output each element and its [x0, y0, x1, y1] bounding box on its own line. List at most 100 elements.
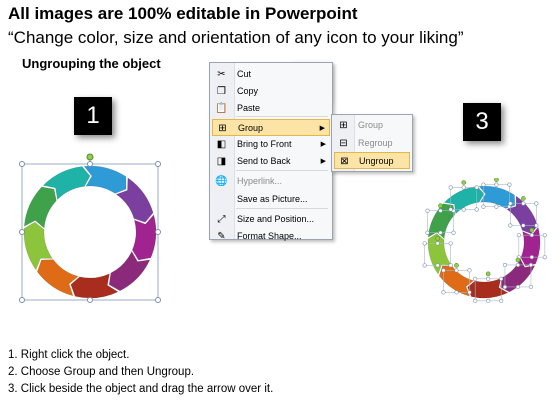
segment-handle[interactable]	[521, 201, 526, 206]
segment-handle[interactable]	[529, 233, 534, 238]
menu-item-bring-to-front[interactable]: ◧Bring to Front▶	[212, 136, 330, 153]
menu-item-hyperlink[interactable]: 🌐Hyperlink...	[212, 173, 330, 190]
segment-handle[interactable]	[542, 233, 547, 238]
segment-rotate-handle[interactable]	[494, 178, 499, 182]
segment-handle[interactable]	[516, 233, 521, 238]
segment-handle[interactable]	[448, 185, 453, 190]
menu-item-save-as-picture[interactable]: Save as Picture...	[212, 191, 330, 208]
resize-handle[interactable]	[19, 229, 25, 235]
segment-handle[interactable]	[499, 276, 504, 281]
regroup-icon: ⊟	[339, 138, 348, 149]
segment-handle[interactable]	[441, 268, 446, 273]
segment-handles[interactable]	[422, 178, 547, 303]
menu-item-copy[interactable]: ❐Copy	[212, 83, 330, 100]
ring-arrow-segment	[42, 166, 91, 201]
segment-rotate-handle[interactable]	[529, 227, 535, 233]
menu-separator	[236, 116, 328, 117]
menu-item-label: Send to Back	[237, 156, 291, 166]
segment-handle[interactable]	[435, 263, 440, 268]
resize-handle[interactable]	[19, 297, 25, 303]
segment-handle[interactable]	[502, 262, 508, 268]
segment-handle[interactable]	[438, 208, 443, 213]
menu-item-label: Save as Picture...	[237, 194, 308, 204]
segment-handle[interactable]	[521, 223, 526, 228]
resize-handle[interactable]	[87, 161, 93, 167]
submenu-arrow-icon: ▶	[319, 125, 325, 132]
segment-handle[interactable]	[481, 182, 486, 187]
menu-item-label: Size and Position...	[237, 214, 315, 224]
circular-arrow-diagram-ungrouped[interactable]	[420, 178, 548, 306]
segment-handle[interactable]	[529, 255, 534, 260]
segment-handle[interactable]	[528, 262, 534, 268]
rotate-handle[interactable]	[86, 153, 94, 161]
segment-handle[interactable]	[422, 241, 427, 246]
circular-arrow-diagram-grouped[interactable]	[16, 152, 164, 304]
menu-item-paste[interactable]: 📋Paste	[212, 100, 330, 117]
segment-handle[interactable]	[502, 284, 508, 290]
segment-rotate-handle[interactable]	[461, 180, 467, 185]
submenu-item-label: Ungroup	[359, 156, 394, 166]
segment-handle[interactable]	[486, 276, 491, 281]
segment-handle[interactable]	[473, 298, 478, 303]
segment-handle[interactable]	[481, 204, 486, 209]
segment-handle[interactable]	[507, 182, 512, 187]
segment-handle[interactable]	[425, 208, 430, 213]
segment-handle[interactable]	[467, 268, 472, 273]
menu-item-label: Copy	[237, 86, 259, 96]
size-position-icon: ⤢	[217, 214, 226, 225]
segment-rotate-handle[interactable]	[521, 196, 526, 201]
segment-handle[interactable]	[448, 241, 453, 246]
menu-item-cut[interactable]: ✂Cut	[212, 66, 330, 83]
segment-handle[interactable]	[438, 230, 443, 235]
submenu-item-group[interactable]: ⊞Group	[334, 117, 410, 134]
segment-rotate-handle[interactable]	[485, 271, 491, 277]
segment-handle[interactable]	[448, 263, 453, 268]
ring-arrow-segment	[443, 186, 485, 215]
submenu-arrow-icon: ▶	[320, 141, 326, 148]
segment-rotate-handle[interactable]	[454, 263, 459, 268]
resize-handle[interactable]	[155, 297, 161, 303]
segment-handle[interactable]	[448, 207, 453, 212]
segment-rotate-handle[interactable]	[438, 203, 443, 209]
segment-handle[interactable]	[534, 201, 539, 206]
submenu-item-regroup[interactable]: ⊟Regroup	[334, 135, 410, 152]
submenu-item-ungroup[interactable]: ⊠Ungroup	[334, 152, 410, 169]
segment-handle[interactable]	[528, 284, 534, 290]
segment-handle[interactable]	[461, 185, 466, 190]
segment-handle[interactable]	[454, 268, 459, 273]
menu-item-group[interactable]: ⊞Group▶	[212, 119, 330, 136]
segment-handle[interactable]	[486, 298, 491, 303]
segment-handle[interactable]	[441, 290, 446, 295]
segment-handle[interactable]	[474, 207, 479, 212]
segment-handle[interactable]	[473, 276, 478, 281]
segment-handle[interactable]	[542, 255, 547, 260]
segment-handle[interactable]	[454, 290, 459, 295]
resize-handle[interactable]	[155, 161, 161, 167]
segment-handle[interactable]	[451, 230, 456, 235]
resize-handle[interactable]	[155, 229, 161, 235]
segment-handle[interactable]	[494, 182, 499, 187]
menu-item-size-and-position[interactable]: ⤢ Size and Position...	[212, 211, 330, 228]
segment-handle[interactable]	[461, 207, 466, 212]
resize-handle[interactable]	[87, 297, 93, 303]
segment-handle[interactable]	[474, 185, 479, 190]
segment-handle[interactable]	[467, 290, 472, 295]
segment-handle[interactable]	[494, 204, 499, 209]
segment-rotate-handle[interactable]	[435, 236, 440, 241]
resize-handles[interactable]	[19, 161, 161, 303]
segment-handle[interactable]	[508, 223, 513, 228]
ring-arrow-segment	[115, 177, 154, 223]
segment-handle[interactable]	[425, 230, 430, 235]
resize-handle[interactable]	[19, 161, 25, 167]
segment-handle[interactable]	[508, 201, 513, 206]
segment-handle[interactable]	[515, 262, 521, 268]
segment-handle[interactable]	[534, 223, 539, 228]
send-back-icon: ◨	[216, 156, 227, 167]
segment-handle[interactable]	[499, 298, 504, 303]
menu-item-format-shape[interactable]: ✎Format Shape...	[212, 228, 330, 245]
segment-handle[interactable]	[422, 263, 427, 268]
segment-handle[interactable]	[435, 241, 440, 246]
segment-handle[interactable]	[515, 284, 521, 290]
menu-item-send-to-back[interactable]: ◨Send to Back▶	[212, 153, 330, 170]
segment-rotate-handle[interactable]	[515, 257, 521, 263]
